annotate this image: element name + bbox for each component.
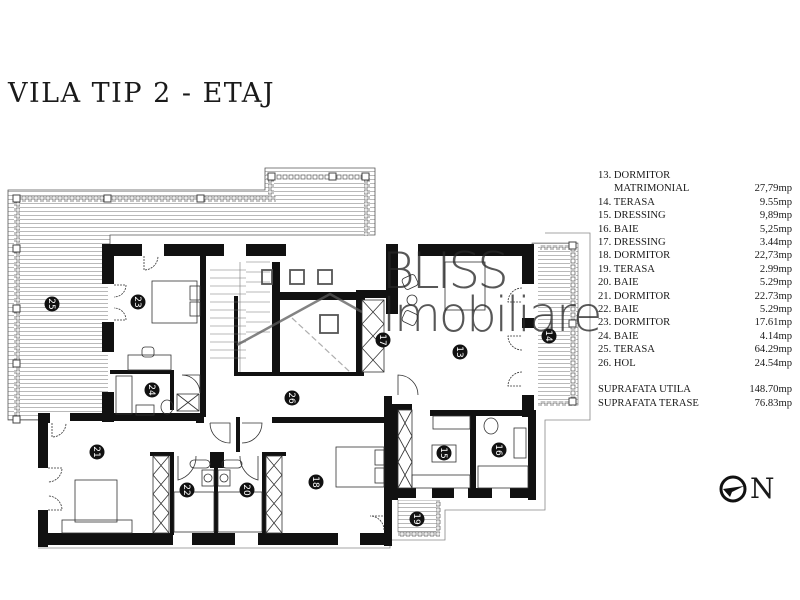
room-marker-16: 16 xyxy=(491,442,507,458)
watermark-logo-icon xyxy=(236,292,363,373)
room-marker-19: 19 xyxy=(409,511,425,527)
terrace-14 xyxy=(531,241,579,406)
svg-text:24: 24 xyxy=(146,384,156,396)
room-marker-17: 17 xyxy=(375,332,391,348)
svg-text:25: 25 xyxy=(46,298,56,309)
svg-text:23: 23 xyxy=(132,296,142,307)
svg-text:18: 18 xyxy=(310,476,320,488)
svg-text:17: 17 xyxy=(377,334,387,345)
north-label: N xyxy=(750,472,775,505)
room-marker-23: 23 xyxy=(130,294,146,310)
room-marker-18: 18 xyxy=(308,474,324,490)
room-marker-13: 13 xyxy=(452,344,468,360)
room-marker-26: 26 xyxy=(284,390,300,406)
svg-text:14: 14 xyxy=(543,330,553,342)
room-marker-14: 14 xyxy=(541,328,557,344)
room-marker-21: 21 xyxy=(89,444,105,460)
legend-row: 13. DORMITOR xyxy=(598,170,671,181)
room-marker-15: 15 xyxy=(436,445,452,461)
svg-text:26: 26 xyxy=(286,392,296,404)
plan-title: VILA TIP 2 - ETAJ xyxy=(8,78,276,109)
walls xyxy=(38,244,536,547)
svg-text:22: 22 xyxy=(181,484,191,495)
room-marker-20: 20 xyxy=(239,482,255,498)
terrace-19 xyxy=(397,499,441,537)
svg-text:20: 20 xyxy=(241,484,251,496)
terrace-25 xyxy=(7,167,376,424)
north-indicator: N xyxy=(718,474,775,504)
svg-text:15: 15 xyxy=(438,447,448,458)
svg-text:19: 19 xyxy=(411,513,421,525)
room-marker-22: 22 xyxy=(179,482,195,498)
svg-text:21: 21 xyxy=(91,446,101,457)
compass-icon xyxy=(719,475,747,503)
room-markers: 25 23 24 26 17 13 14 15 16 19 21 22 20 1… xyxy=(44,294,557,527)
svg-text:13: 13 xyxy=(454,346,464,357)
room-marker-24: 24 xyxy=(144,382,160,398)
svg-text:16: 16 xyxy=(493,444,503,456)
room-marker-25: 25 xyxy=(44,296,60,312)
